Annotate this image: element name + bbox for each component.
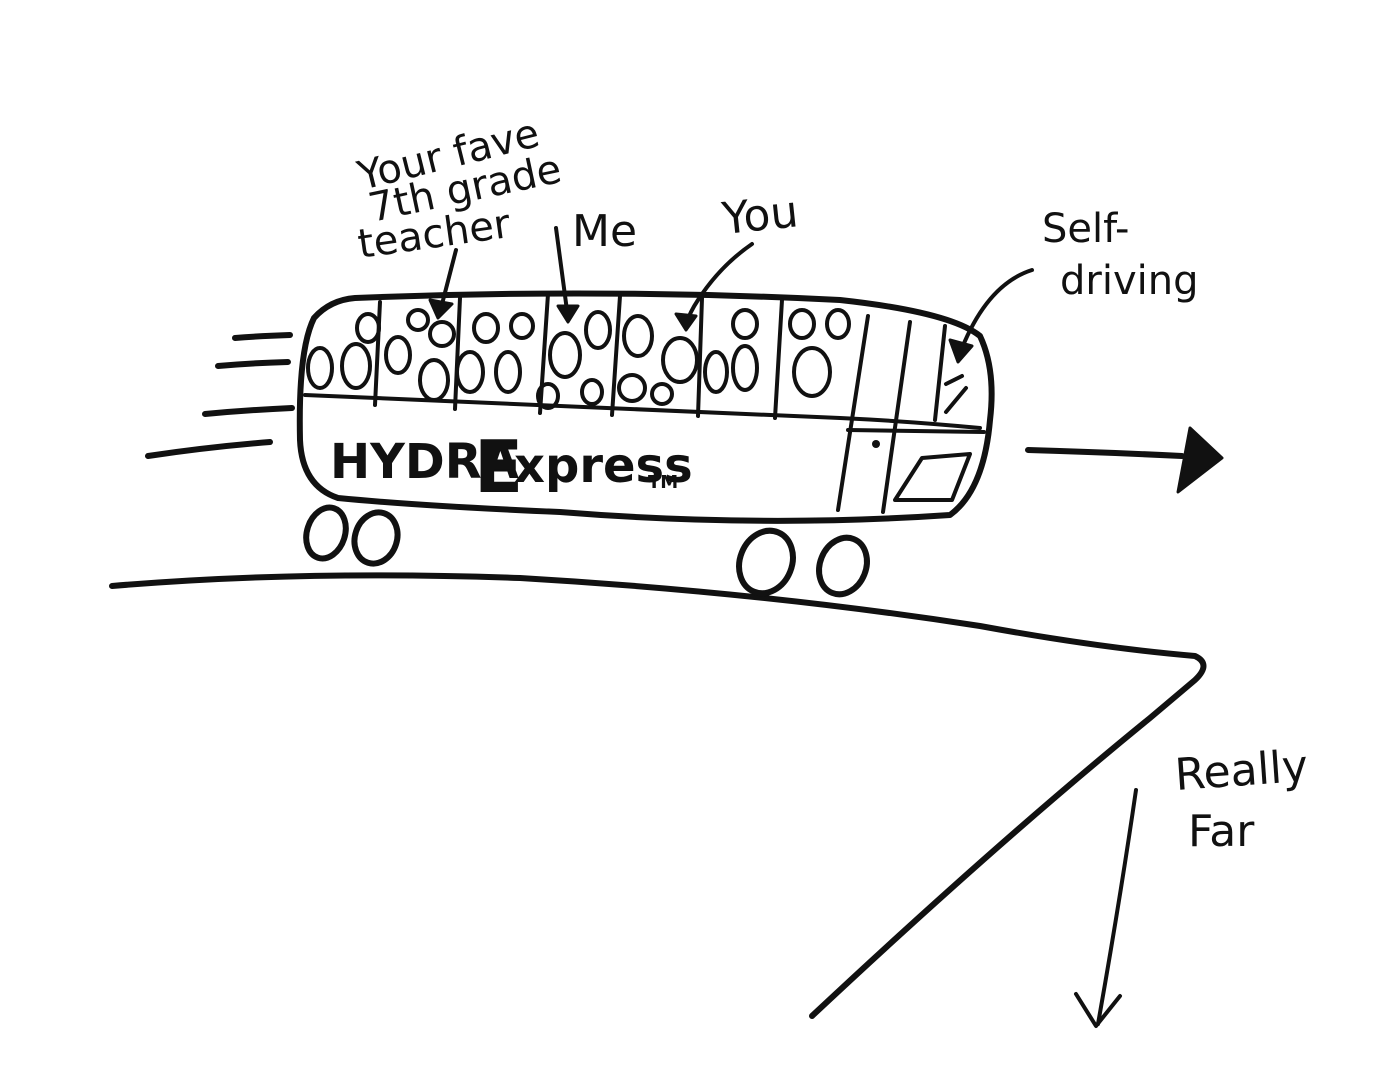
speed-lines — [145, 332, 295, 459]
svg-text:Me: Me — [572, 206, 637, 257]
passengers — [306, 308, 851, 410]
bus: HYDRA E xpress TM — [296, 290, 995, 598]
me-arrow — [554, 226, 570, 320]
label-really-far: Really Far — [1173, 741, 1309, 857]
label-teacher: Your fave 7th grade teacher — [352, 110, 565, 320]
bus-headlight — [893, 452, 972, 502]
svg-text:driving: driving — [1060, 258, 1198, 304]
cliff-ground-line — [109, 572, 1207, 1019]
bus-brand-e: E — [474, 425, 523, 509]
label-self-driving: Self- driving — [948, 206, 1198, 364]
bus-trademark: TM — [648, 472, 678, 493]
bus-brand-left: HYDRA — [330, 434, 519, 490]
fall-arrow — [1074, 788, 1138, 1028]
bus-brand-right: xpress — [514, 438, 693, 494]
window-dividers — [373, 292, 947, 514]
bus-body — [296, 290, 995, 524]
svg-text:Far: Far — [1188, 806, 1255, 857]
bus-door-handle — [872, 440, 880, 448]
bus-door-line — [846, 428, 986, 434]
svg-text:You: You — [719, 186, 801, 245]
forward-arrow — [1025, 426, 1224, 494]
bus-window-band — [303, 393, 982, 430]
bus-steering-wheel — [944, 386, 968, 414]
bus-front-glass — [944, 374, 964, 386]
svg-text:Really: Really — [1173, 741, 1309, 801]
label-me: Me — [554, 206, 637, 324]
svg-text:Self-: Self- — [1042, 206, 1129, 252]
label-you: You — [674, 186, 801, 332]
bus-wheels — [303, 504, 870, 598]
self-driving-arrow — [960, 268, 1034, 350]
